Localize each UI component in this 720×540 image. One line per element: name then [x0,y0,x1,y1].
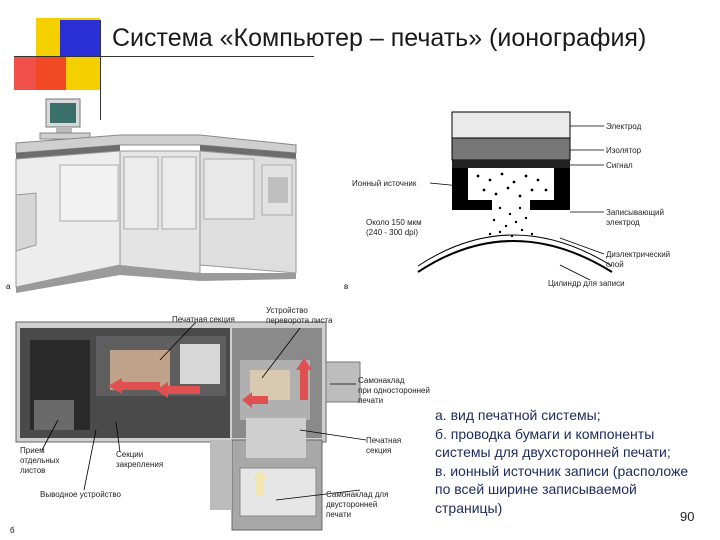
label-feeder-one-3: печати [358,396,384,405]
label-turn-device-1: Устройство [266,306,308,315]
deco-red-square [14,56,66,90]
label-recording-electrode-2: электрод [606,218,640,227]
label-feeder-one-2: при односторонней [358,386,430,395]
label-print-section-right-1: Печатная [366,436,402,445]
label-recording-electrode-1: Записывающий [606,208,664,217]
caption-text: а. вид печатной системы; б. проводка бум… [435,407,689,516]
title-rule-vertical [100,20,101,120]
deco-blue-square [60,20,100,56]
page-number: 90 [680,509,695,524]
label-cylinder: Цилиндр для записи [548,279,625,288]
label-feeder-one-1: Самонаклад [358,376,405,385]
label-feeder-two-1: Самонаклад для [326,490,389,499]
label-receive-2: отдельных [20,456,60,465]
label-print-section-top: Печатная секция [172,315,235,324]
label-electrode: Электрод [606,122,642,131]
label-a: а [6,282,11,291]
label-receive-1: Прием [20,446,45,455]
label-sections-1: Секции [116,450,144,459]
label-signal: Сигнал [606,161,633,170]
page-title: Система «Компьютер – печать» (ионография… [112,24,647,52]
label-feeder-two-2: двусторонней [326,500,378,509]
label-turn-device-2: переворота листа [266,316,333,325]
paper-path-diagram [15,321,367,531]
printing-system-illustration [15,98,297,293]
title-rule-horizontal [14,56,314,57]
label-feeder-two-3: печати [326,510,352,519]
label-receive-3: листов [20,466,46,475]
label-sections-2: закрепления [116,460,164,469]
label-v: в [344,282,349,291]
label-print-section-right-2: секция [366,446,392,455]
label-output-device: Выводное устройство [40,490,121,499]
label-insulator: Изолятор [606,146,642,155]
label-dielectric-2: слой [606,260,624,269]
label-b: б [10,526,15,535]
ion-source-diagram [417,111,613,281]
label-dielectric-1: Диэлектрический [606,250,671,259]
label-pitch-1: Около 150 мкм [366,218,422,227]
label-pitch-2: (240 - 300 dpi) [366,228,419,237]
label-ion-source: Ионный источник [352,179,417,188]
